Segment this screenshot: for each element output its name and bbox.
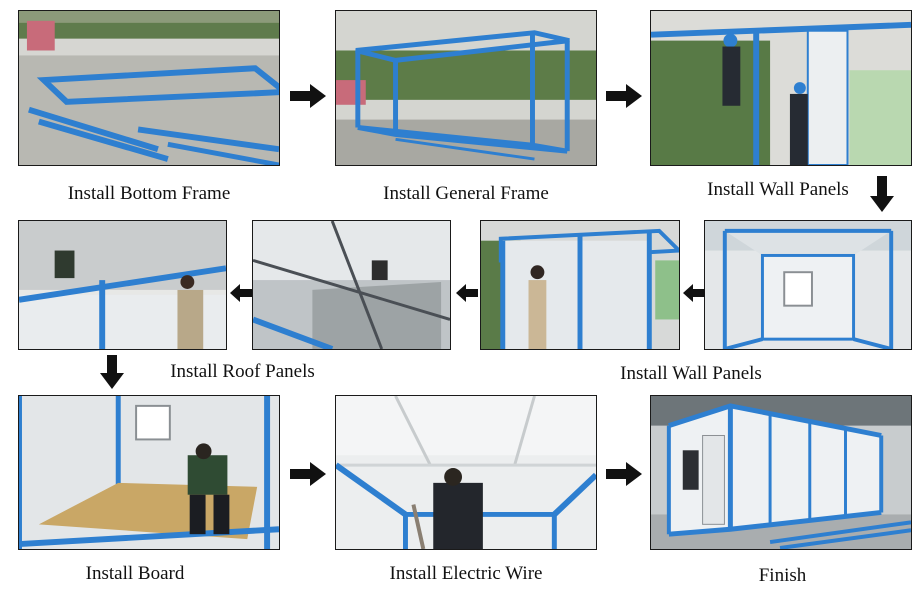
- photo-install-roof-panels: [18, 220, 227, 350]
- arrow-icon-step4-to-step3b: [683, 284, 705, 302]
- arrow-icon-step7-to-step8: [606, 462, 642, 486]
- photo-install-board: [18, 395, 280, 550]
- step-label-4: Install Wall Panels: [620, 363, 762, 384]
- arrow-icon-step2-to-step3: [606, 84, 642, 108]
- arrow-icon-step3-to-step4: [870, 176, 894, 212]
- photo-install-bottom-frame: [18, 10, 280, 166]
- step-label-8: Finish: [758, 565, 807, 586]
- photo-install-roof-panels-2: [252, 220, 451, 350]
- step-label-3: Install Wall Panels: [707, 179, 849, 200]
- photo-install-wall-panels-2b: [704, 220, 912, 350]
- arrow-icon-step6-to-step7: [290, 462, 326, 486]
- step-label-6: Install Board: [85, 563, 185, 584]
- photo-finish: [650, 395, 912, 550]
- photo-install-electric-wire: [335, 395, 597, 550]
- photo-install-wall-panels-2a: [480, 220, 680, 350]
- arrow-icon-step3b-to-step2b: [456, 284, 478, 302]
- step-label-5: Install Roof Panels: [170, 361, 315, 382]
- arrow-icon-step1-to-step2: [290, 84, 326, 108]
- arrow-icon-step2b-to-step5: [230, 284, 252, 302]
- arrow-icon-step5-to-step6: [100, 355, 124, 389]
- step-label-1: Install Bottom Frame: [67, 183, 231, 204]
- photo-install-wall-panels-1: [650, 10, 912, 166]
- step-label-2: Install General Frame: [383, 183, 549, 204]
- photo-install-general-frame: [335, 10, 597, 166]
- step-label-7: Install Electric Wire: [389, 563, 543, 584]
